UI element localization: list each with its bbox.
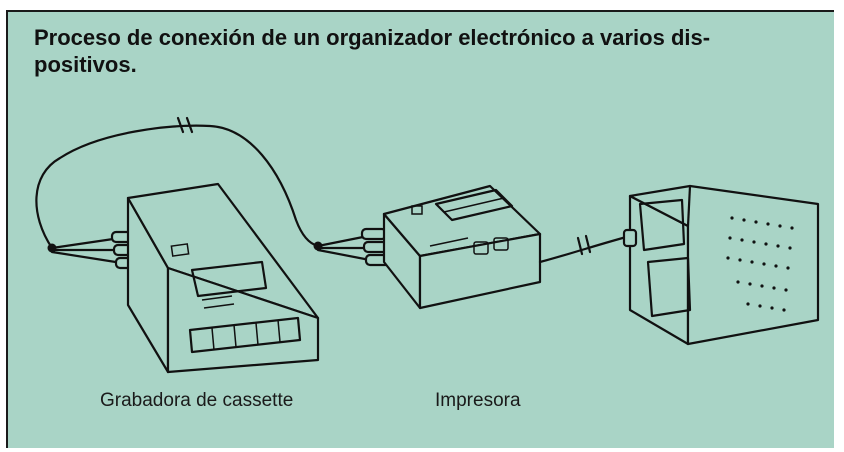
cassette-recorder <box>126 182 320 374</box>
figure-title: Proceso de conexión de un organizador el… <box>34 24 814 78</box>
electronic-organizer <box>622 184 820 346</box>
cable-cassette-to-printer <box>35 124 320 250</box>
printer <box>382 184 542 310</box>
cable-break-mark-top <box>176 116 194 134</box>
cable-break-mark-right <box>576 234 592 256</box>
cable-printer-to-organizer <box>538 234 632 264</box>
figure-title-line-1: Proceso de conexión de un organizador el… <box>34 25 711 50</box>
printer-plugs <box>316 227 392 267</box>
figure-title-line-2: positivos. <box>34 52 137 77</box>
label-cassette-recorder: Grabadora de cassette <box>100 390 294 411</box>
label-printer: Impresora <box>435 390 521 411</box>
cassette-plugs <box>50 230 142 270</box>
